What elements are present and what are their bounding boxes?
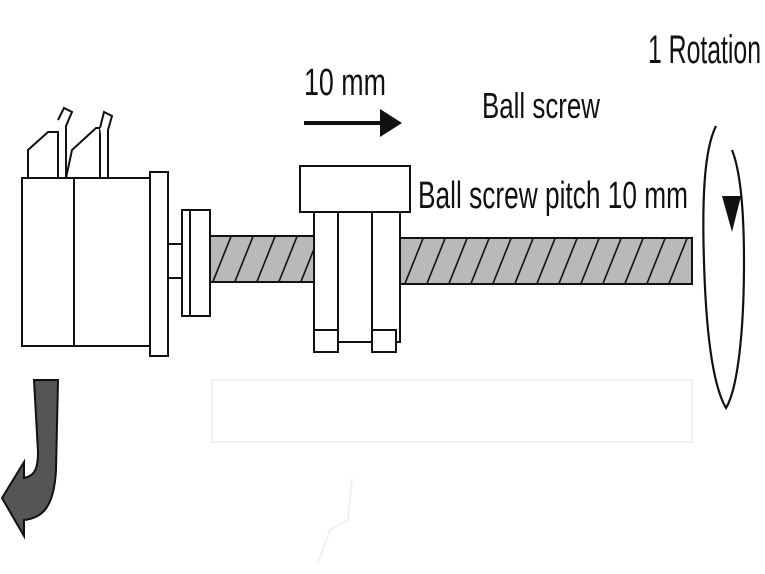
rotation-arrow-icon <box>702 125 746 411</box>
screw-shaft-right <box>399 237 693 285</box>
ball-screw-label: Ball screw <box>482 85 601 126</box>
coupling <box>181 209 211 317</box>
screw-shaft-left <box>209 235 316 283</box>
ball-nut <box>299 165 411 353</box>
travel-arrow <box>304 109 402 137</box>
motor-terminals <box>27 106 114 182</box>
faint-placeholder <box>211 379 693 563</box>
motor-rotation-arrow-icon <box>0 379 60 540</box>
travel-label: 10 mm <box>304 62 386 104</box>
motor-body <box>21 171 183 357</box>
pitch-label: Ball screw pitch 10 mm <box>418 175 688 217</box>
rotation-label: 1 Rotation <box>648 28 761 72</box>
